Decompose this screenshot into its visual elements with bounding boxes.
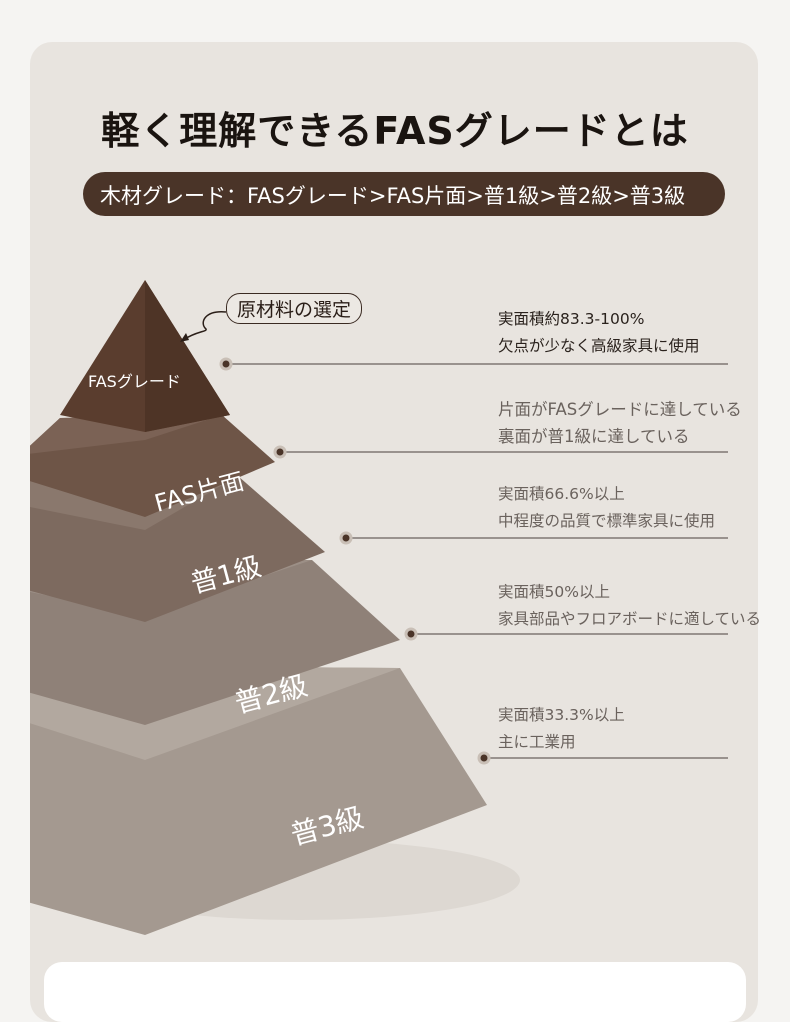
tier-1-description: 実面積約83.3-100% 欠点が少なく高級家具に使用 xyxy=(498,306,700,360)
grade-order-text: 木材グレード：FASグレード>FAS片面>普1級>普2級>普3級 xyxy=(100,184,686,208)
tier-3-description: 実面積66.6%以上 中程度の品質で標準家具に使用 xyxy=(498,481,715,535)
tier-label-fas: FASグレード xyxy=(88,372,181,391)
arrow-head-icon xyxy=(180,333,189,342)
connector-dot-3 xyxy=(339,531,353,545)
callout-arrow xyxy=(182,311,227,341)
next-section-card xyxy=(44,962,746,1022)
connector-dot-4 xyxy=(404,627,418,641)
tier-2-description: 片面がFASグレードに達している 裏面が普1級に達している xyxy=(498,396,742,450)
tier-5-description: 実面積33.3%以上 主に工業用 xyxy=(498,702,625,756)
tier-5-line1: 実面積33.3%以上 xyxy=(498,706,625,724)
connector-dot-1 xyxy=(219,357,233,371)
connector-dot-2 xyxy=(273,445,287,459)
tier-3-line1: 実面積66.6%以上 xyxy=(498,485,625,503)
connector-dot-5 xyxy=(477,751,491,765)
tier-4-line2: 家具部品やフロアボードに適している xyxy=(498,610,762,628)
tier-1-line1: 実面積約83.3-100% xyxy=(498,310,645,328)
tier-4-description: 実面積50%以上 家具部品やフロアボードに適している xyxy=(498,579,761,633)
pyramid-diagram xyxy=(30,280,728,935)
page-title: 軽く理解できるFASグレードとは xyxy=(101,109,689,153)
tier-1-line2: 欠点が少なく高級家具に使用 xyxy=(498,337,700,355)
tier-1-side xyxy=(145,280,230,432)
grade-order-banner xyxy=(83,172,725,216)
raw-material-callout: 原材料の選定 xyxy=(226,293,363,324)
tier-5-line2: 主に工業用 xyxy=(498,733,576,751)
tier-2-line2: 裏面が普1級に達している xyxy=(498,427,690,446)
tier-3-line2: 中程度の品質で標準家具に使用 xyxy=(498,512,716,530)
tier-4-line1: 実面積50%以上 xyxy=(498,583,610,601)
tier-2-line1: 片面がFASグレードに達している xyxy=(498,400,742,419)
